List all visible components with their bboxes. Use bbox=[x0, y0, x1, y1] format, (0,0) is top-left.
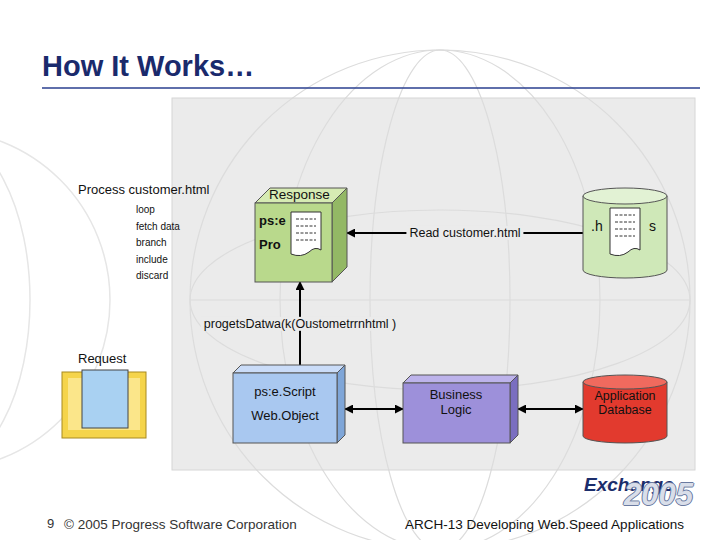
copyright: © 2005 Progress Software Corporation bbox=[64, 517, 297, 533]
document-sheet bbox=[291, 212, 321, 256]
box-side-face bbox=[510, 375, 518, 443]
cylinder-top bbox=[583, 188, 667, 204]
globe-arc bbox=[0, 130, 30, 470]
node-text: ps:e bbox=[259, 214, 286, 229]
box-front-face bbox=[403, 383, 510, 443]
node-text: .h bbox=[591, 218, 603, 234]
request-document: Request bbox=[58, 350, 150, 442]
slide-number: 9 bbox=[47, 517, 54, 532]
box-top-face bbox=[233, 365, 345, 373]
box-top-face bbox=[403, 375, 518, 383]
step-item: branch bbox=[136, 237, 167, 249]
document-icon bbox=[610, 208, 640, 256]
globe-watermark bbox=[190, 50, 690, 540]
document-line bbox=[296, 226, 316, 227]
flow-arrow bbox=[518, 408, 583, 410]
title-rule bbox=[42, 87, 700, 89]
document-line bbox=[615, 229, 635, 230]
request-page bbox=[82, 370, 128, 428]
document-line bbox=[615, 222, 635, 223]
flow-arrow bbox=[345, 408, 403, 410]
box-front-face bbox=[255, 203, 332, 282]
node-text: s bbox=[649, 218, 656, 234]
step-item: discard bbox=[136, 270, 168, 282]
process-heading: Process customer.html bbox=[78, 183, 210, 198]
edge-label: progetsDatwa(k(Oustometrrnhtml ) bbox=[201, 316, 399, 330]
node-outline bbox=[255, 188, 347, 282]
slide-title: How It Works… bbox=[42, 50, 254, 83]
document-line bbox=[296, 219, 316, 220]
panel-border bbox=[172, 98, 695, 470]
document-icon bbox=[291, 212, 321, 256]
box-side-face bbox=[337, 365, 345, 443]
cylinder-body bbox=[583, 382, 667, 443]
node-text: Web.Object bbox=[233, 409, 337, 424]
document-line bbox=[615, 215, 635, 216]
globe-arc bbox=[370, 50, 510, 540]
node-text: Pro bbox=[259, 238, 281, 253]
cylinder-body bbox=[583, 196, 667, 278]
box-side-face bbox=[332, 188, 347, 282]
step-item: include bbox=[136, 254, 168, 266]
node-text: Business Logic bbox=[421, 388, 491, 418]
document-line bbox=[296, 240, 316, 241]
document-line bbox=[296, 233, 316, 234]
document-sheet bbox=[610, 208, 640, 256]
node-outline bbox=[233, 365, 345, 443]
node-text: Request bbox=[78, 352, 126, 367]
application-database: Application Database bbox=[583, 375, 667, 443]
business-logic-box: Business Logic bbox=[403, 375, 518, 443]
response-box: Response ps:ePro bbox=[255, 188, 347, 282]
logo-year: 2005 bbox=[624, 477, 693, 513]
content-panel bbox=[172, 98, 695, 470]
box-front-face bbox=[233, 373, 337, 443]
globe-arc bbox=[280, 50, 600, 540]
node-text: Application Database bbox=[583, 389, 667, 418]
webobject-box: ps:e.ScriptWeb.Object bbox=[233, 365, 345, 443]
document-line bbox=[615, 236, 635, 237]
globe-arc bbox=[190, 50, 690, 540]
globe-arc bbox=[190, 299, 690, 300]
step-item: loop bbox=[136, 204, 155, 216]
box-top-face bbox=[255, 188, 347, 203]
node-text: ps:e.Script bbox=[233, 385, 337, 400]
step-item: fetch data bbox=[136, 221, 180, 233]
footer-session: ARCH-13 Developing Web.Speed Application… bbox=[405, 517, 684, 533]
node-text: Response bbox=[269, 187, 330, 203]
html-files-store: .h s bbox=[583, 188, 667, 278]
cylinder-top bbox=[583, 375, 667, 389]
edge-label: Read customer.html bbox=[406, 226, 523, 240]
